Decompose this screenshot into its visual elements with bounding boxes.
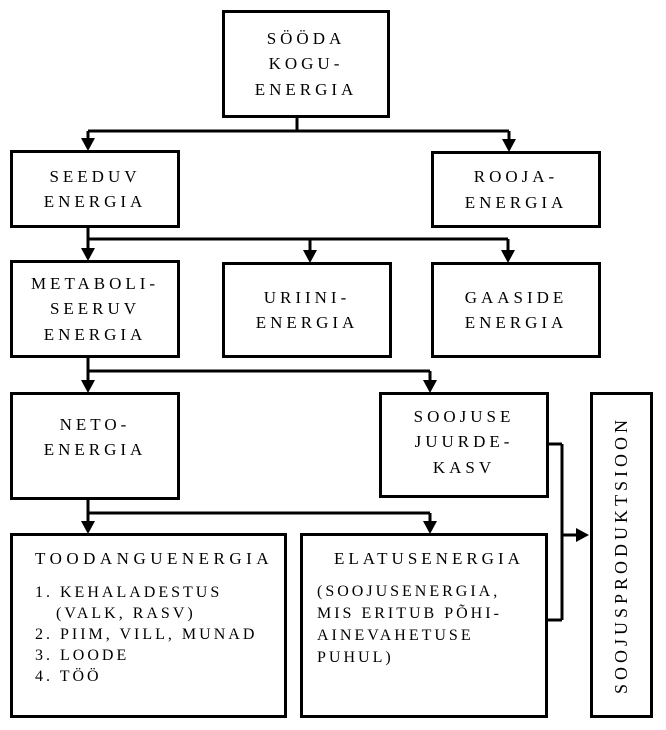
toodanguenergia-item-3: 3. LOODE (35, 647, 130, 665)
box-rooja-energia-label: ROOJA- ENERGIA (464, 167, 568, 212)
box-seeduv-energia: SEEDUV ENERGIA (10, 150, 180, 228)
box-soojusproduktsioon-label: SOOJUSPRODUKTSIOON (611, 415, 631, 695)
toodanguenergia-item-4: 4. TÖÖ (35, 668, 102, 686)
connector-neto-split (81, 500, 437, 534)
toodanguenergia-item-2: 2. PIIM, VILL, MUNAD (35, 626, 258, 644)
box-soojuse-juurdekasv: SOOJUSE JUURDE- KASV (379, 392, 549, 498)
connector-seeduv-split (81, 228, 515, 263)
box-gaaside-energia-label: GAASIDE ENERGIA (464, 287, 568, 333)
box-sooda-koguenergia-label: SÖÖDA KOGU- ENERGIA (254, 28, 358, 99)
box-elatusenergia-note: (SOOJUSENERGIA, MIS ERITUB PÕHI- AINEVAH… (317, 583, 502, 667)
box-seeduv-energia-label: SEEDUV ENERGIA (43, 166, 147, 212)
connector-sooda-split (81, 118, 516, 152)
box-metaboliseeruv-energia-label: METABOLI- SEERUV ENERGIA (30, 273, 160, 344)
arrow-right-to-soojusproduktsioon (576, 528, 589, 542)
box-rooja-energia: ROOJA- ENERGIA (431, 151, 601, 228)
box-soojusproduktsioon: SOOJUSPRODUKTSIOON (590, 392, 653, 718)
connector-metaboliseeruv-split (81, 358, 437, 393)
box-toodanguenergia-title: TOODANGUENERGIA (35, 549, 274, 568)
box-uriini-energia: URIINI- ENERGIA (222, 262, 392, 358)
box-toodanguenergia: TOODANGUENERGIA 1. KEHALADESTUS (VALK, R… (10, 533, 287, 718)
box-elatusenergia-title: ELATUSENERGIA (334, 549, 524, 568)
box-soojuse-juurdekasv-label: SOOJUSE JUURDE- KASV (413, 406, 515, 477)
box-uriini-energia-label: URIINI- ENERGIA (255, 287, 359, 333)
box-elatusenergia: ELATUSENERGIA (SOOJUSENERGIA, MIS ERITUB… (300, 533, 548, 718)
connector-soojusproduktsioon-merge (548, 442, 589, 622)
box-metaboliseeruv-energia: METABOLI- SEERUV ENERGIA (10, 260, 180, 358)
box-gaaside-energia: GAASIDE ENERGIA (431, 262, 601, 358)
box-neto-energia: NETO- ENERGIA (10, 392, 180, 500)
box-neto-energia-label: NETO- ENERGIA (43, 414, 147, 460)
toodanguenergia-item-1: 1. KEHALADESTUS (VALK, RASV) (35, 584, 223, 623)
box-sooda-koguenergia: SÖÖDA KOGU- ENERGIA (222, 10, 390, 118)
